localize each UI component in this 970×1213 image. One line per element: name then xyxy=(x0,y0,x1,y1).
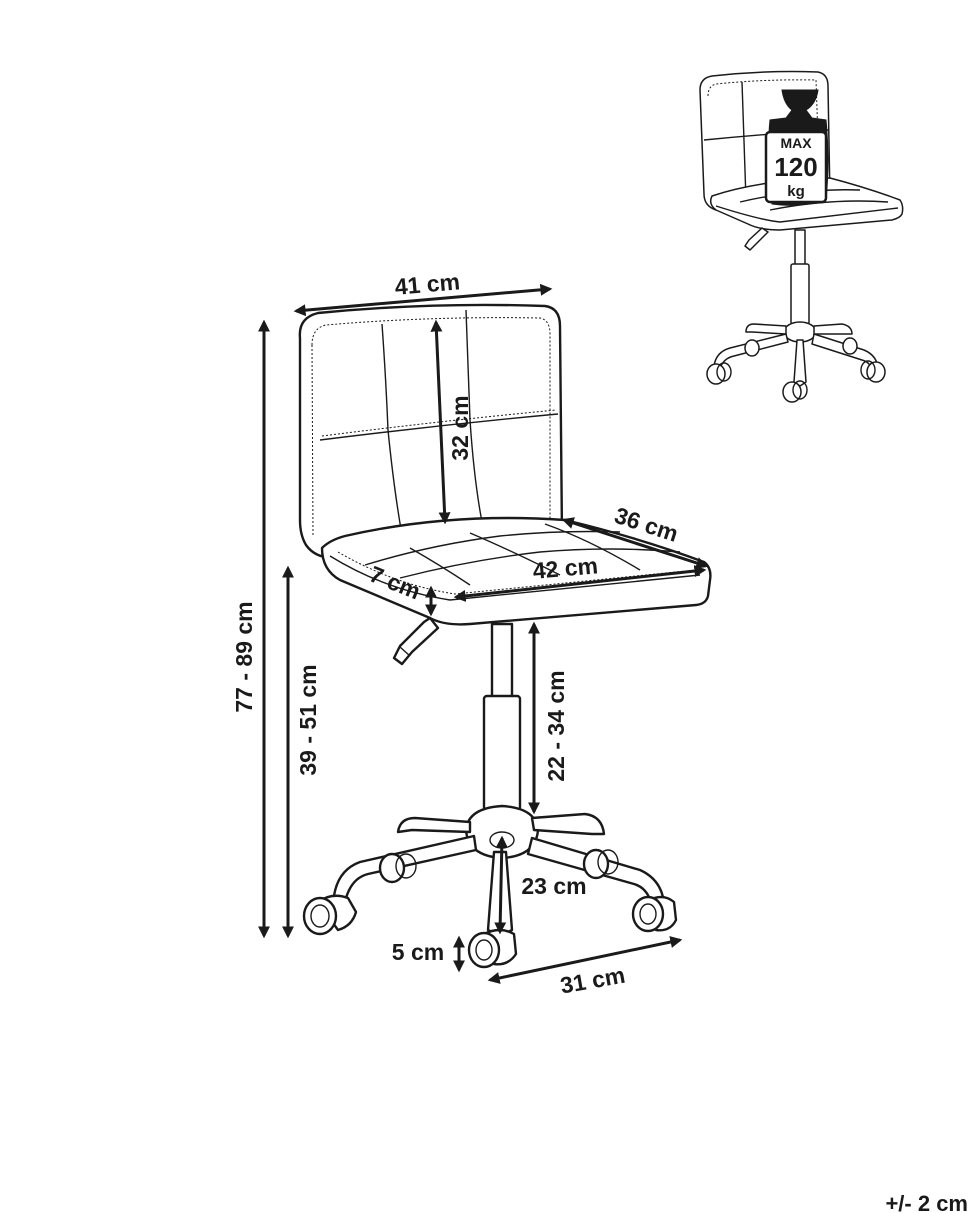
weight-icon: MAX 120 kg xyxy=(764,89,829,206)
weight-capacity-illustration: MAX 120 kg xyxy=(699,70,904,403)
arrow-seat-depth xyxy=(561,517,709,569)
arrow-backrest-height xyxy=(430,319,451,525)
arrow-seat-width xyxy=(453,565,707,602)
dimension-arrows xyxy=(258,283,709,984)
label-seat-width: 42 cm xyxy=(532,552,599,584)
caster-left-back xyxy=(378,852,417,884)
weight-max-label: MAX xyxy=(780,135,812,151)
arrow-base-radius xyxy=(494,835,508,935)
gas-lift-upper xyxy=(490,622,514,700)
arrow-backrest-width xyxy=(293,283,553,317)
label-caster-height: 5 cm xyxy=(392,939,444,965)
caster-front xyxy=(467,928,518,969)
label-base-radius: 23 cm xyxy=(521,873,586,899)
weight-value: 120 xyxy=(774,152,817,182)
tolerance-note: +/- 2 cm xyxy=(885,1191,968,1213)
main-chair-illustration xyxy=(298,303,712,969)
base-leg-left-back xyxy=(396,816,472,834)
gas-lift-cylinder xyxy=(482,694,522,812)
label-base-span: 31 cm xyxy=(558,962,627,999)
label-seat-height: 39 - 51 cm xyxy=(295,664,321,775)
caster-left xyxy=(302,894,358,936)
caster-right xyxy=(631,895,678,933)
caster-right-back xyxy=(582,848,619,880)
base-leg-right-back xyxy=(530,812,606,836)
label-backrest-height: 32 cm xyxy=(447,395,473,460)
label-seat-to-base: 22 - 34 cm xyxy=(543,670,569,781)
label-overall-height: 77 - 89 cm xyxy=(231,601,257,712)
arrow-base-span xyxy=(487,936,683,984)
height-lever xyxy=(392,616,440,666)
weight-unit: kg xyxy=(787,183,805,200)
label-backrest-width: 41 cm xyxy=(394,268,461,300)
